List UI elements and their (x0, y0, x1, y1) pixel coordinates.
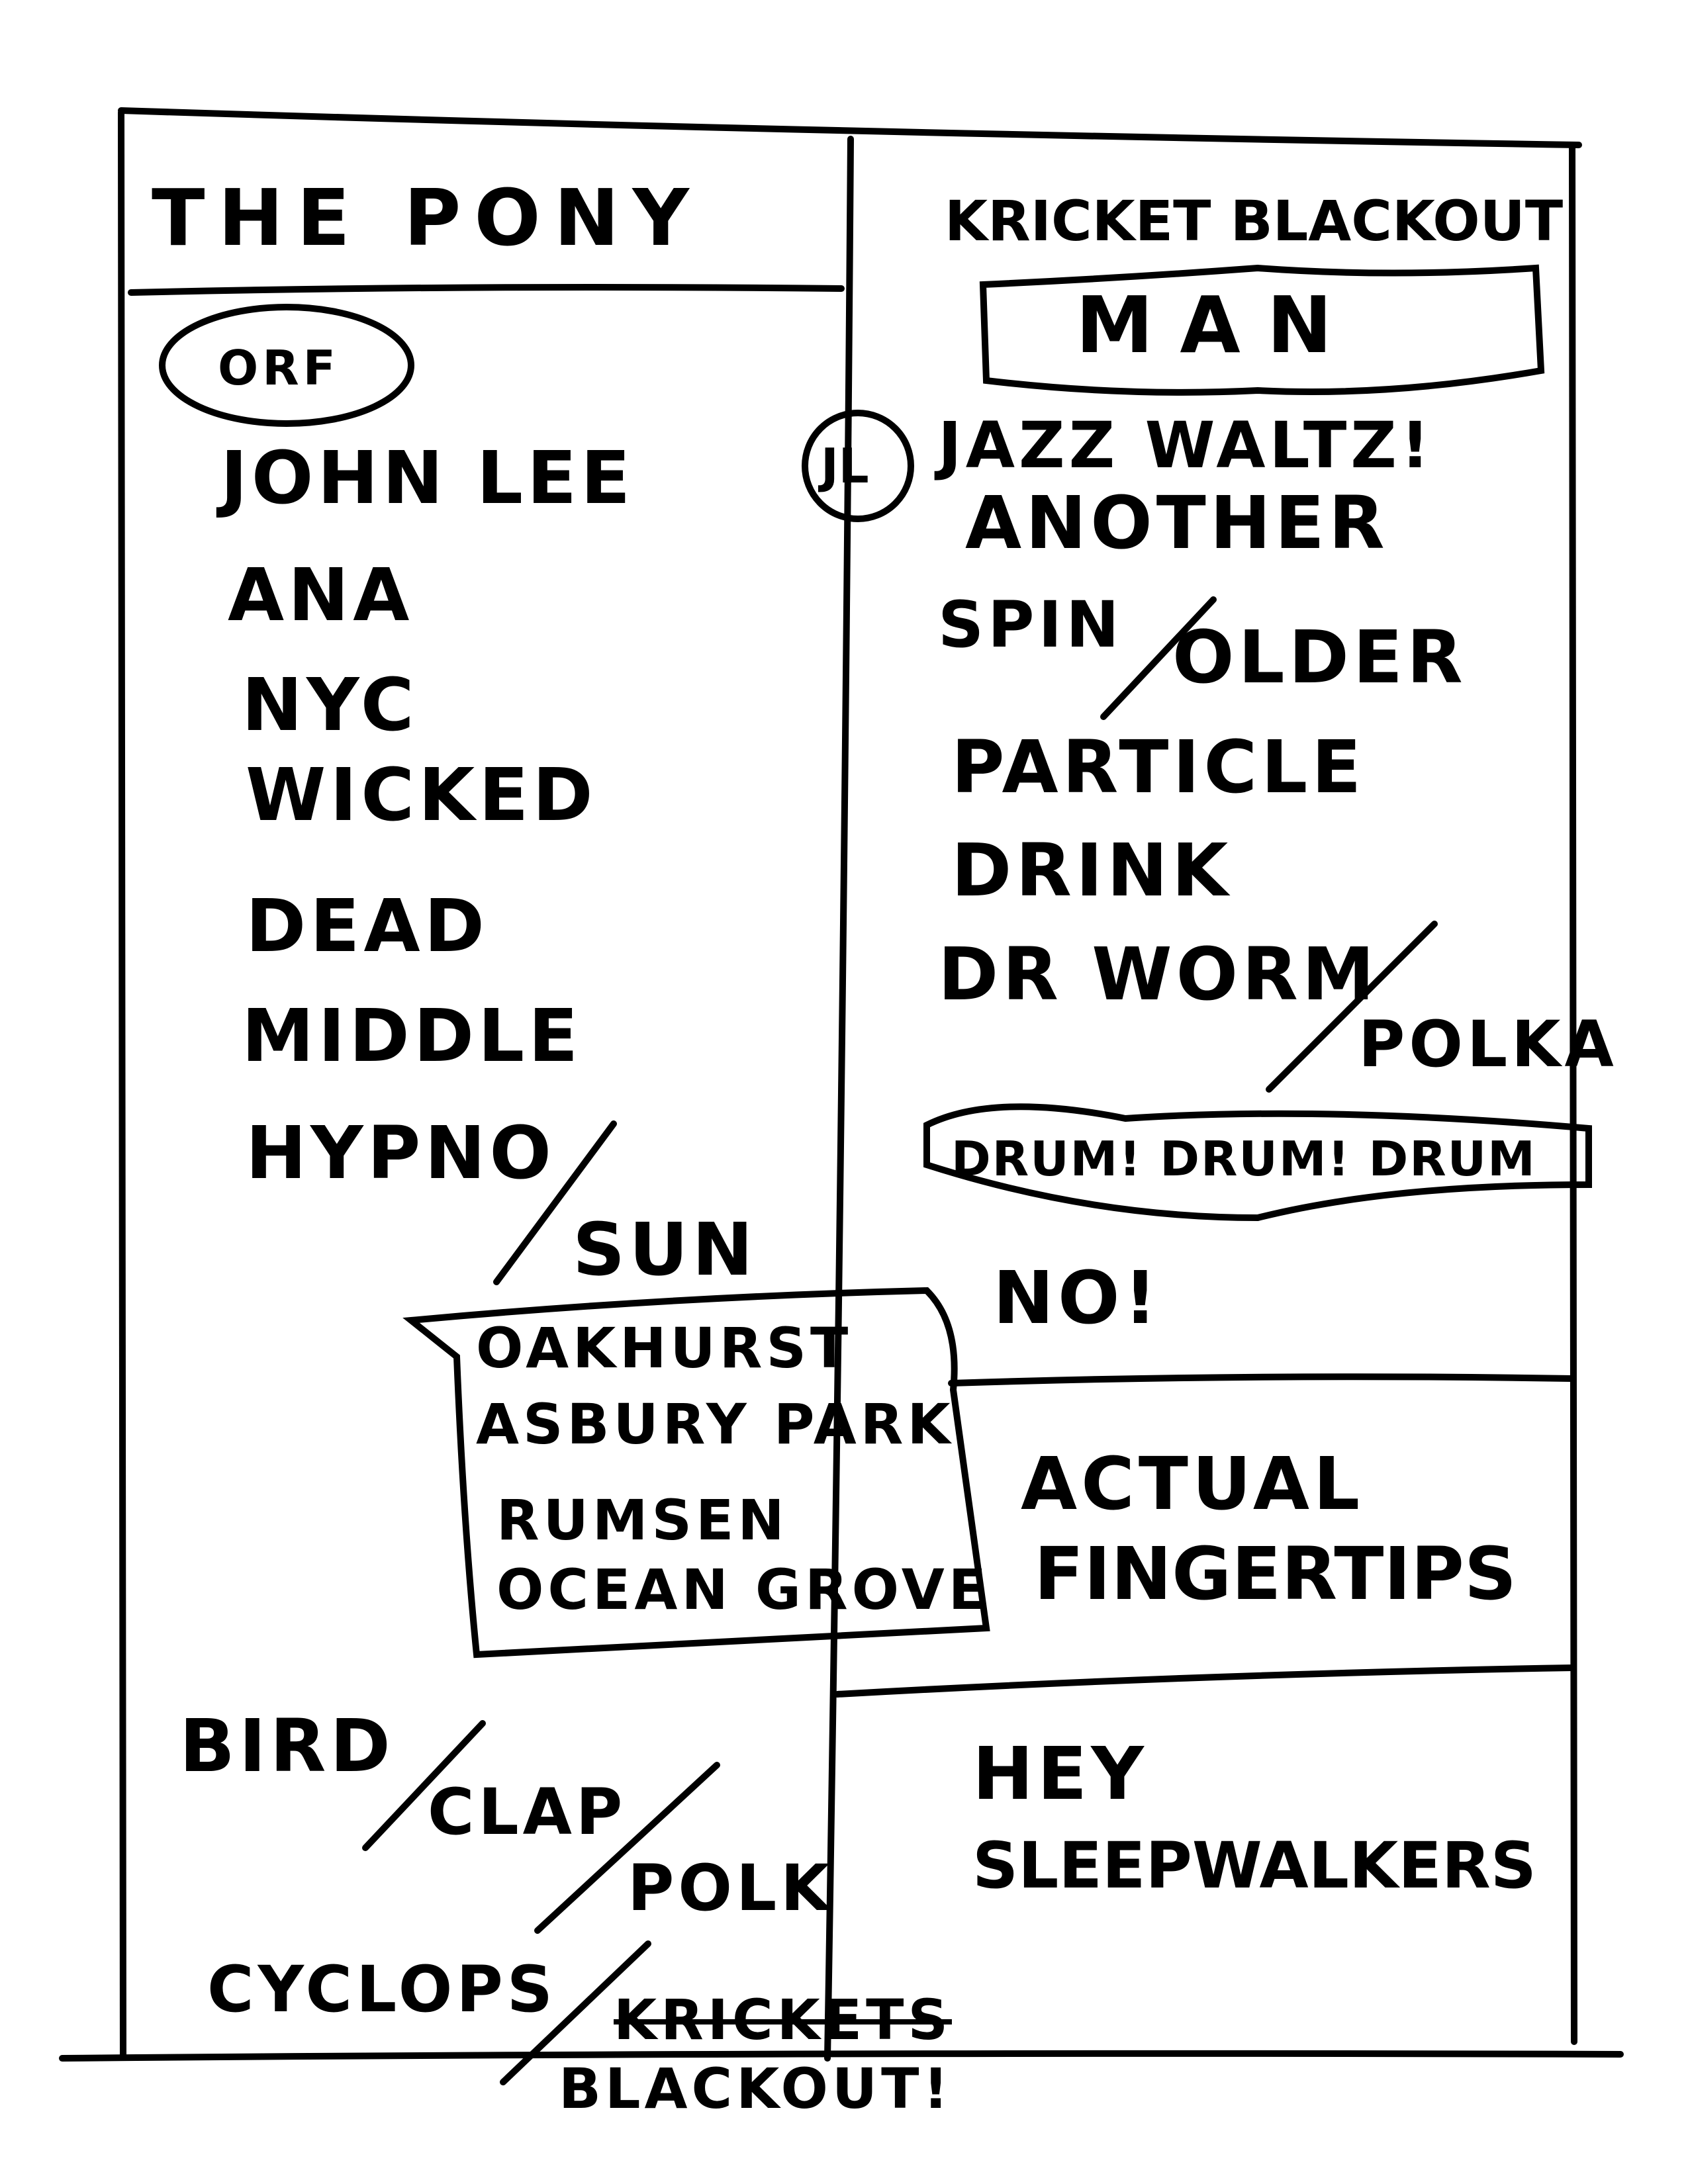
right-title: KRICKET BLACKOUT (945, 189, 1564, 253)
circled-note-orf: ORF (218, 340, 340, 396)
song: JAZZ WALTZ! (938, 408, 1434, 482)
song: BIRD (179, 1704, 395, 1788)
song: PARTICLE (951, 725, 1366, 809)
left-title: THE PONY (152, 172, 702, 263)
song: DR WORM (938, 932, 1379, 1017)
boxed-opener: MAN (1076, 279, 1359, 371)
song: CLAP (428, 1775, 627, 1849)
song: POLKA (1358, 1007, 1618, 1081)
right-divider-2 (834, 1664, 1575, 1698)
medley-song: OAKHURST (476, 1316, 853, 1381)
outer-bottom-line (59, 2050, 1624, 2062)
outer-left-line (118, 109, 126, 2058)
man-box (979, 264, 1545, 396)
slash-hypno-sun (493, 1120, 617, 1285)
song: ACTUAL (1021, 1441, 1364, 1526)
medley-box (402, 1287, 990, 1659)
song: HEY (972, 1731, 1148, 1816)
song: SPIN (938, 588, 1123, 662)
slash-worm-polka (1266, 921, 1438, 1093)
song: JOHN LEE (220, 435, 635, 520)
right-divider-1 (948, 1373, 1575, 1387)
slash-spin-older (1100, 596, 1217, 720)
song: ANA (228, 553, 414, 637)
song: ANOTHER (965, 480, 1389, 565)
song: HYPNO (246, 1111, 555, 1195)
slash-bird-clap (362, 1720, 486, 1851)
song: CYCLOPS (207, 1952, 557, 2026)
boxed-song: DRUM! DRUM! DRUM (951, 1131, 1536, 1187)
outer-right-line (1569, 142, 1577, 2045)
orf-circle (159, 304, 414, 427)
song: KRICKETS (614, 1987, 952, 2052)
medley-song: RUMSEN (496, 1488, 788, 1553)
song: WICKED (246, 752, 597, 837)
song: OLDER (1172, 615, 1467, 700)
song: POLK (628, 1851, 834, 1925)
jl-circle (802, 410, 914, 522)
column-divider (824, 136, 854, 2062)
song: BLACKOUT! (559, 2056, 953, 2121)
song: DRINK (951, 828, 1233, 913)
circled-note-jl: JL (821, 438, 869, 494)
song: FINGERTIPS (1034, 1531, 1517, 1616)
song: SLEEPWALKERS (972, 1829, 1536, 1903)
slash-clap-polk (534, 1762, 720, 1934)
slash-cyclops-krickets (500, 1940, 651, 2085)
song: MIDDLE (242, 993, 583, 1078)
song: NYC (242, 662, 418, 747)
song: NO! (993, 1255, 1161, 1340)
outer-top-line (118, 107, 1582, 148)
song: SUN (573, 1207, 757, 1292)
left-title-underline (128, 284, 845, 296)
drum-oval (923, 1103, 1592, 1222)
song: DEAD (246, 884, 489, 968)
medley-song: ASBURY PARK (476, 1392, 955, 1457)
medley-song: OCEAN GROVE (496, 1557, 991, 1622)
